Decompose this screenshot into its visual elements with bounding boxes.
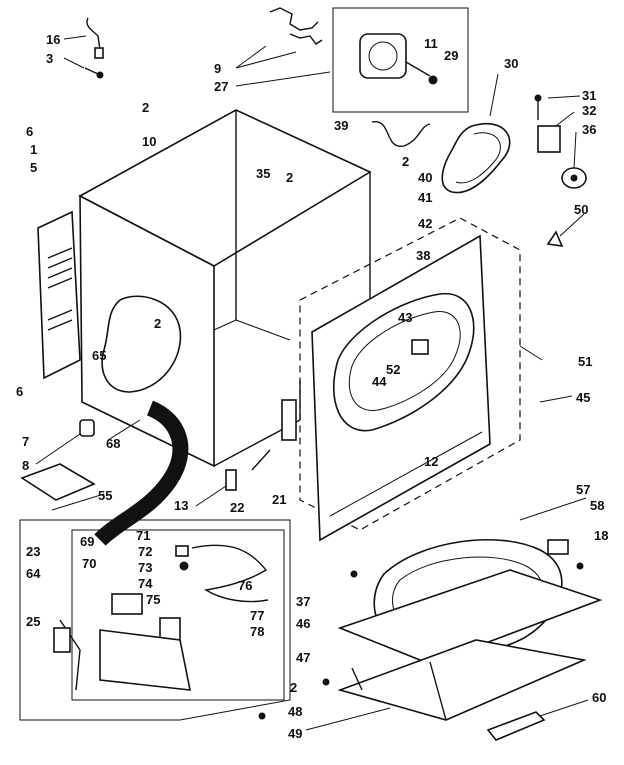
part-number-label: 78 (250, 624, 264, 639)
door-handle-part (486, 711, 546, 741)
screw-part (84, 67, 104, 79)
spring-50 (546, 230, 564, 247)
motor-inset-box (332, 7, 469, 113)
part-number-label: 2 (154, 316, 161, 331)
part-number-label: 47 (296, 650, 310, 665)
side-louvered-panel (37, 210, 81, 380)
part-number-label: 68 (106, 436, 120, 451)
door-latch-part (411, 339, 429, 355)
part-number-label: 44 (372, 374, 387, 389)
foot-pad-part (20, 463, 96, 501)
front-panel-outline (299, 217, 521, 531)
part-number-label: 60 (592, 690, 606, 705)
part-number-label: 32 (582, 103, 596, 118)
part-number-label: 3 (46, 51, 53, 66)
part-number-label: 48 (288, 704, 302, 719)
part-number-label: 75 (146, 592, 160, 607)
part-number-label: 11 (424, 36, 438, 51)
cable-39 (371, 121, 431, 147)
part-number-label: 12 (424, 454, 438, 469)
part-number-label: 77 (250, 608, 264, 623)
base-bracket-parts (225, 399, 297, 491)
idler-pulley-part (561, 167, 587, 189)
part-number-label: 22 (230, 500, 244, 515)
part-number-label: 10 (142, 134, 156, 149)
part-number-label: 29 (444, 48, 458, 63)
part-number-label: 42 (418, 216, 432, 231)
part-number-label: 70 (82, 556, 96, 571)
part-number-label: 64 (26, 566, 41, 581)
part-number-label: 76 (238, 578, 252, 593)
front-panel (311, 234, 491, 542)
part-number-label: 6 (26, 124, 33, 139)
part-number-label: 2 (142, 100, 149, 115)
part-number-label: 9 (214, 61, 221, 76)
part-number-label: 6 (16, 384, 23, 399)
part-number-label: 72 (138, 544, 152, 559)
part-number-label: 50 (574, 202, 588, 217)
part-number-label: 1 (30, 142, 37, 157)
control-components (53, 544, 269, 691)
part-number-label: 36 (582, 122, 596, 137)
small-fasteners (258, 562, 584, 720)
part-number-label: 41 (418, 190, 432, 205)
part-number-label: 55 (98, 488, 112, 503)
part-number-label: 73 (138, 560, 152, 575)
part-number-label: 71 (136, 528, 150, 543)
part-number-label: 18 (594, 528, 608, 543)
part-number-label: 49 (288, 726, 302, 741)
drum-belt-part (441, 122, 511, 194)
idler-bracket-part (534, 94, 561, 153)
part-number-label: 52 (386, 362, 400, 377)
wire-harness-part (86, 17, 104, 59)
part-number-label: 16 (46, 32, 60, 47)
part-number-label: 51 (578, 354, 592, 369)
part-number-label: 65 (92, 348, 106, 363)
part-number-label: 39 (334, 118, 348, 133)
part-number-label: 45 (576, 390, 590, 405)
part-number-label: 37 (296, 594, 310, 609)
part-number-label: 21 (272, 492, 286, 507)
part-number-label: 2 (402, 154, 409, 169)
part-number-label: 58 (590, 498, 604, 513)
part-number-label: 2 (286, 170, 293, 185)
part-number-label: 25 (26, 614, 40, 629)
door-inner-panel (337, 639, 587, 721)
part-number-label: 74 (138, 576, 153, 591)
part-number-label: 43 (398, 310, 412, 325)
part-number-label: 69 (80, 534, 94, 549)
bracket-part (269, 7, 323, 45)
part-number-label: 27 (214, 79, 228, 94)
leveling-leg-part (79, 419, 95, 437)
hinge-part (547, 539, 569, 555)
part-number-label: 40 (418, 170, 432, 185)
cabinet-back-right (213, 110, 371, 467)
part-number-label: 7 (22, 434, 29, 449)
part-number-label: 2 (290, 680, 297, 695)
part-number-label: 38 (416, 248, 430, 263)
part-number-label: 13 (174, 498, 188, 513)
control-inset-box (19, 519, 291, 721)
part-number-label: 57 (576, 482, 590, 497)
part-number-label: 35 (256, 166, 270, 181)
part-number-label: 23 (26, 544, 40, 559)
part-number-label: 46 (296, 616, 310, 631)
part-number-label: 5 (30, 160, 37, 175)
leader-lines (35, 35, 589, 731)
part-number-label: 30 (504, 56, 518, 71)
door-outer-panel (337, 569, 603, 665)
exhaust-duct-hose (94, 400, 189, 546)
part-number-label: 31 (582, 88, 596, 103)
part-number-label: 8 (22, 458, 29, 473)
cutaway-opening (101, 295, 182, 393)
